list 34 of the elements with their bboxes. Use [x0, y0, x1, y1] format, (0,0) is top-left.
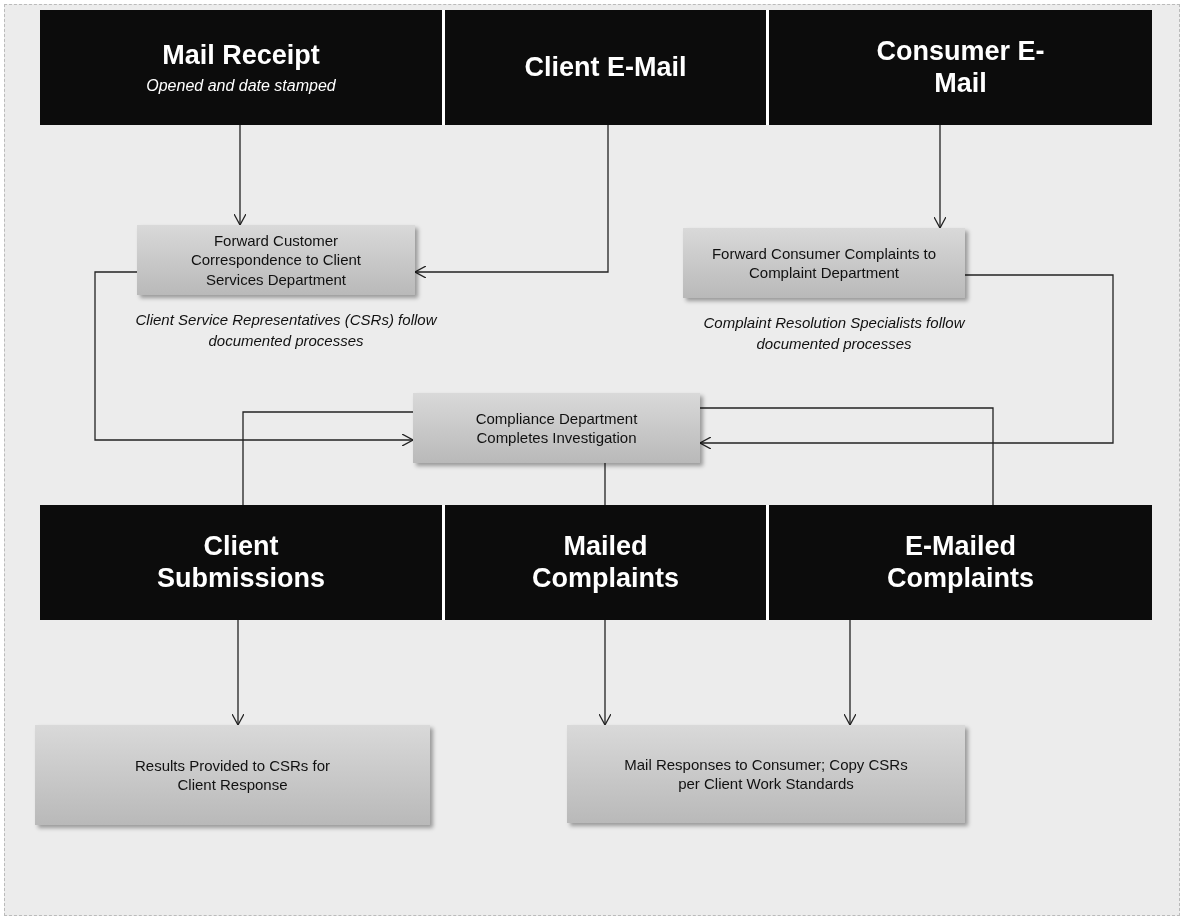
header-band	[40, 10, 442, 125]
process-label: Results Provided to CSRs for Client Response	[133, 755, 332, 795]
header-band	[442, 10, 766, 125]
arrow	[933, 124, 947, 229]
arrow	[233, 124, 247, 226]
connector-line	[242, 411, 414, 506]
arrow	[699, 274, 1114, 450]
header-subtitle: Opened and date stamped	[146, 77, 336, 95]
header-title: Client E-Mail	[523, 51, 688, 83]
process-box	[567, 725, 965, 823]
header-title: E-Mailed Complaints	[886, 531, 1035, 594]
header-band	[766, 10, 1152, 125]
header-title: Mail Receipt	[161, 39, 321, 71]
header-title: Client Submissions	[155, 531, 326, 594]
arrow	[843, 619, 857, 726]
process-box	[35, 725, 430, 825]
process-label: Mail Responses to Consumer; Copy CSRs per Client Work Standards	[623, 754, 909, 794]
header-title: Consumer E-Mail	[875, 36, 1046, 99]
process-label: Forward Consumer Complaints to Complaint Department	[710, 243, 938, 283]
arrow	[94, 271, 414, 447]
header-band	[766, 505, 1152, 620]
arrow	[231, 619, 245, 726]
process-note: Complaint Resolution Specialists follow documented processes	[702, 313, 966, 354]
connector-line	[604, 462, 606, 506]
process-box	[413, 393, 700, 463]
arrow	[598, 619, 612, 726]
process-note: Client Service Representatives (CSRs) follow documented processes	[134, 310, 438, 351]
header-band	[442, 505, 766, 620]
arrow	[414, 124, 609, 279]
connector-line	[699, 407, 994, 506]
process-label: Compliance Department Completes Investigation	[474, 408, 639, 448]
header-title: Mailed Complaints	[531, 531, 680, 594]
header-band	[40, 505, 442, 620]
process-label: Forward Customer Correspondence to Client Services Department	[189, 230, 363, 290]
